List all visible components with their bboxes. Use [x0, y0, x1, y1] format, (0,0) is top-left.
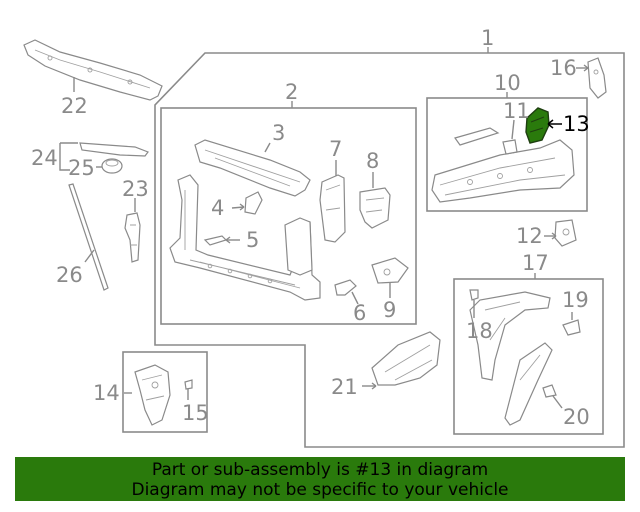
part-5-drawing [203, 235, 240, 246]
part-21-drawing [362, 331, 441, 390]
callout-26: 26 [56, 263, 83, 287]
callout-16: 16 [550, 56, 577, 80]
part-9-drawing [371, 257, 409, 298]
subassembly-box-2 [160, 107, 417, 325]
part-23-drawing [124, 198, 141, 263]
banner-line-1: Part or sub-assembly is #13 in diagram [151, 460, 489, 480]
subassembly-box-17 [453, 278, 604, 435]
info-banner: Part or sub-assembly is #13 in diagram D… [15, 457, 625, 501]
callout-5: 5 [246, 228, 259, 252]
banner-line-2: Diagram may not be specific to your vehi… [131, 480, 509, 500]
callout-17: 17 [522, 251, 549, 275]
part-26-drawing [68, 183, 109, 291]
assembly-outline-1 [154, 52, 625, 448]
part-16-drawing [576, 57, 607, 99]
callout-18: 18 [466, 319, 493, 343]
callout-13: 13 [563, 112, 590, 136]
part-22-drawing [23, 39, 163, 101]
callout-6: 6 [353, 301, 366, 325]
part-4-drawing [231, 191, 263, 215]
subassembly-box-14 [122, 351, 208, 433]
callout-8: 8 [366, 149, 379, 173]
callout-14: 14 [93, 381, 120, 405]
callout-20: 20 [563, 405, 590, 429]
callout-21: 21 [331, 375, 358, 399]
callout-25: 25 [68, 156, 95, 180]
callout-11: 11 [503, 99, 530, 123]
callout-15: 15 [182, 401, 209, 425]
part-17-drawing [469, 289, 581, 426]
callout-1: 1 [481, 26, 494, 50]
callout-4: 4 [211, 196, 224, 220]
part-8-drawing [359, 172, 391, 229]
part-13-highlighted-drawing [525, 107, 562, 144]
part-10-drawing [431, 119, 575, 203]
part-14-drawing [124, 364, 193, 426]
part-12-drawing [544, 219, 577, 247]
callout-10: 10 [494, 71, 521, 95]
callout-3: 3 [272, 121, 285, 145]
callout-7: 7 [329, 137, 342, 161]
callout-2: 2 [285, 80, 298, 104]
callout-22: 22 [61, 94, 88, 118]
part-7-drawing [319, 160, 346, 243]
part-24-drawing [59, 142, 149, 174]
callout-12: 12 [516, 224, 543, 248]
callout-23: 23 [122, 177, 149, 201]
part-6-drawing [334, 279, 359, 305]
part-2-radiator-support-drawing [169, 139, 321, 301]
callout-19: 19 [562, 288, 589, 312]
callout-9: 9 [383, 298, 396, 322]
callout-24: 24 [31, 146, 58, 170]
